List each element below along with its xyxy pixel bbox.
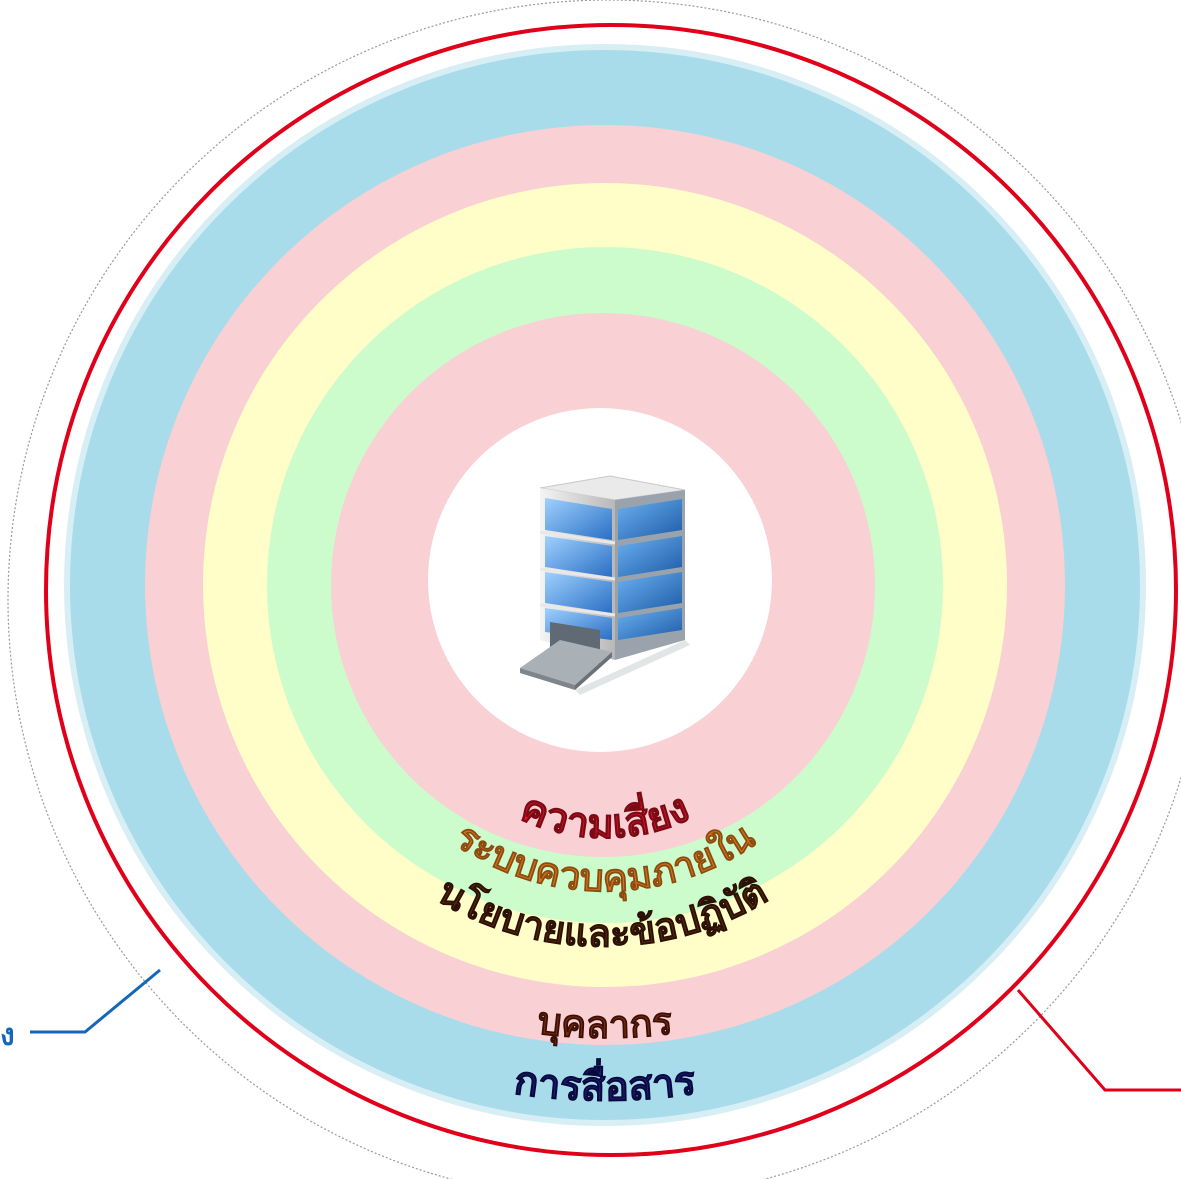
left-callout-label: ง — [0, 1018, 15, 1053]
left-callout-line — [30, 968, 161, 1034]
right-callout-line — [1016, 989, 1181, 1092]
personnel-label: บุคลากร — [535, 999, 675, 1047]
red-boundary-circle — [44, 23, 1178, 1157]
office-building-icon — [520, 475, 690, 695]
outer-dotted-circle — [7, 0, 1181, 1179]
communication-label: การสื่อสาร — [511, 1058, 699, 1111]
ring-communication-edge — [64, 44, 1146, 1126]
risk-label: ความเสี่ยง — [514, 785, 695, 848]
